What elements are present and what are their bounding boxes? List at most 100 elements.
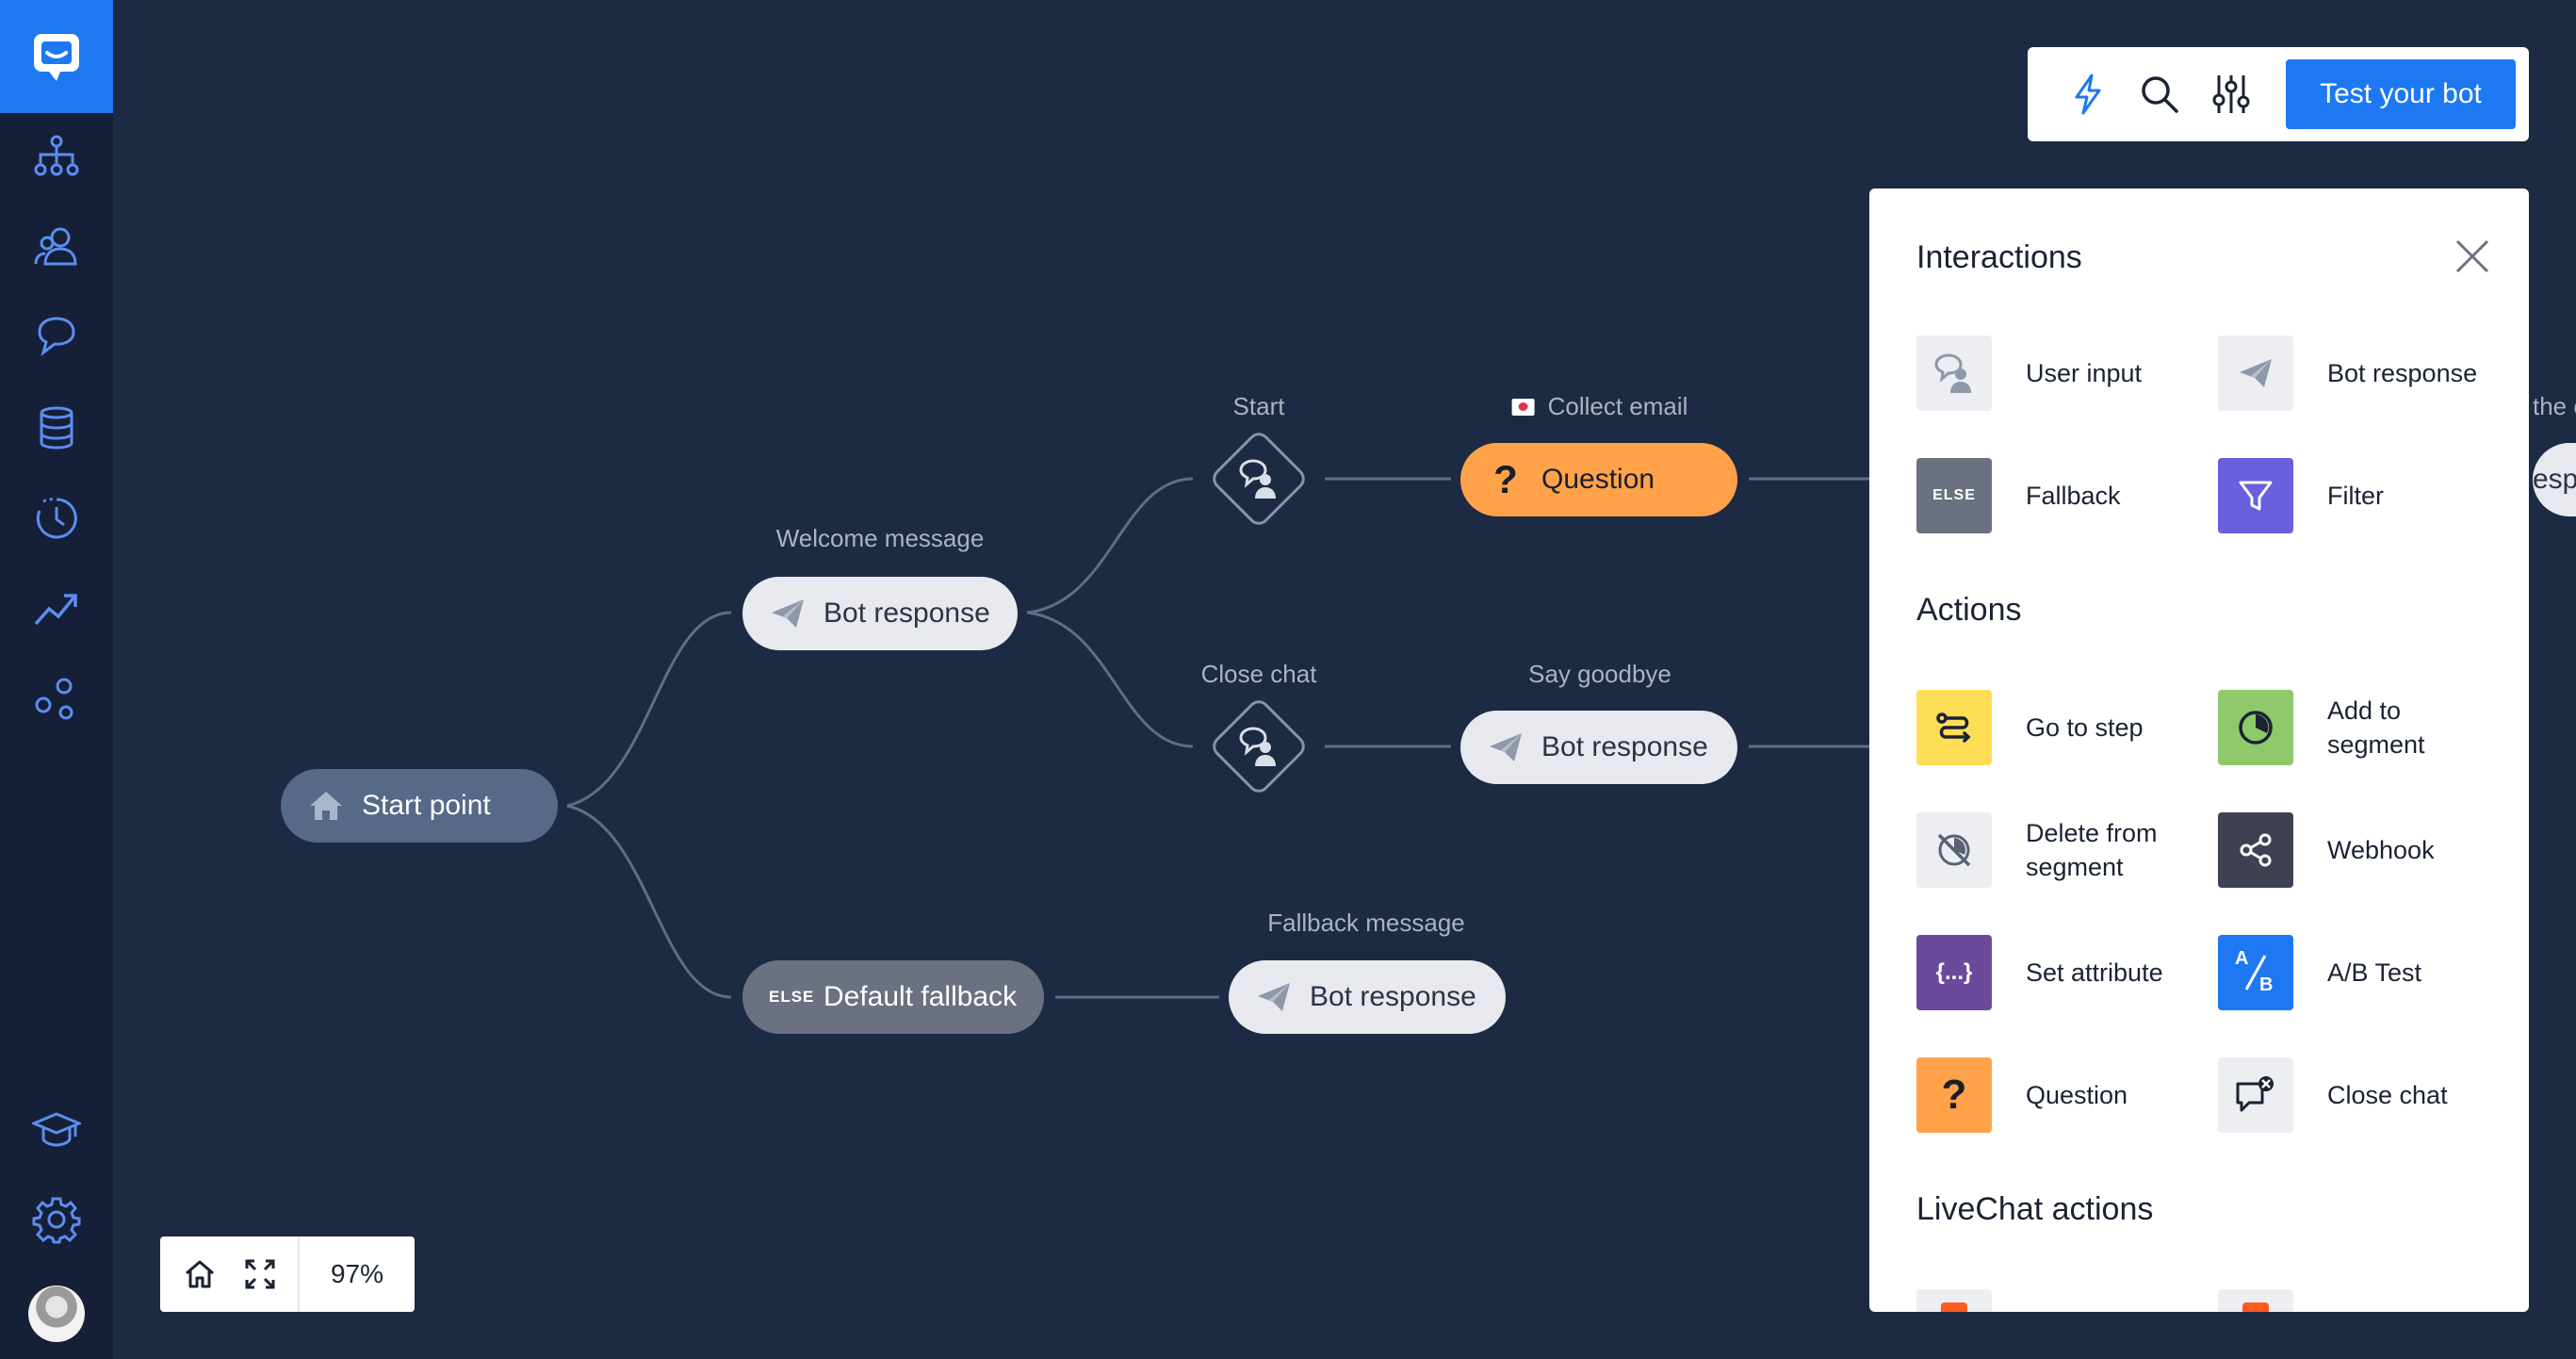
sidebar-item-academy[interactable] (28, 1101, 85, 1157)
action-webhook[interactable]: Webhook (2218, 812, 2487, 888)
braces-icon: {...} (1916, 935, 1992, 1010)
livechat-action-tile[interactable] (2218, 1289, 2293, 1312)
lightning-button[interactable] (2065, 72, 2111, 117)
default-fallback-label: Default fallback (823, 981, 1018, 1012)
delete-segment-icon (1916, 812, 1992, 888)
close-chat-label: Close chat (1200, 660, 1317, 688)
sidebar-item-reports[interactable] (28, 581, 85, 637)
search-icon (2142, 76, 2178, 113)
else-tag: ELSE (769, 988, 815, 1006)
action-label: Close chat (2327, 1081, 2448, 1109)
actions-heading: Actions (1916, 592, 2022, 628)
interaction-user-input[interactable]: User input (1916, 336, 2186, 411)
sidebar-item-flows[interactable] (28, 128, 85, 185)
home-outline-icon (186, 1260, 214, 1288)
action-close-chat[interactable]: Close chat (2218, 1057, 2487, 1133)
paper-plane-icon (2218, 336, 2293, 411)
paper-plane-icon (769, 595, 807, 632)
flow-icon (34, 135, 79, 176)
edge-welcome-close (1026, 611, 1194, 748)
gear-icon (32, 1197, 81, 1244)
database-icon (40, 406, 73, 450)
question-mark-icon: ? (1916, 1057, 1992, 1133)
livechat-action-tile[interactable] (1916, 1289, 1992, 1312)
action-question[interactable]: ? Question (1916, 1057, 2186, 1133)
user-input-icon (1916, 336, 1992, 411)
fallback-bot-response-node[interactable]: Bot response (1229, 960, 1506, 1034)
home-icon (307, 787, 345, 825)
question-mark-icon: ? (1493, 457, 1518, 501)
fallback-message-label: Fallback message (1267, 909, 1465, 937)
action-label: Set attribute (2026, 958, 2163, 987)
interactions-panel: Interactions User input Bot response ELS… (1869, 188, 2529, 1312)
goodbye-bot-response-label: Bot response (1541, 731, 1708, 762)
fallback-bot-response-label: Bot response (1310, 981, 1476, 1012)
action-label: Webhook (2327, 836, 2435, 864)
goodbye-bot-response-node[interactable]: Bot response (1460, 711, 1737, 784)
default-fallback-node[interactable]: ELSE Default fallback (742, 960, 1044, 1034)
action-add-to-segment[interactable]: Add to segment (2218, 690, 2487, 765)
action-ab-test[interactable]: A B A/B Test (2218, 935, 2487, 1010)
offscreen-node-label: the c (2533, 392, 2576, 420)
edge-start-fallback (566, 804, 732, 999)
paper-plane-icon (1487, 729, 1524, 766)
action-label: Go to step (2026, 713, 2144, 742)
action-label: Add to segment (2327, 696, 2425, 759)
sidebar-item-history[interactable] (28, 490, 85, 547)
zoom-control: 97% (160, 1236, 415, 1312)
trending-icon (34, 594, 77, 626)
welcome-message-label: Welcome message (775, 524, 985, 552)
sidebar-item-integrations[interactable] (28, 671, 85, 728)
question-node-label: Question (1541, 464, 1655, 495)
action-set-attribute[interactable]: {...} Set attribute (1916, 935, 2186, 1010)
question-node[interactable]: ? Question (1460, 443, 1737, 516)
fit-to-screen-button[interactable] (230, 1236, 290, 1312)
interaction-label: Bot response (2327, 359, 2478, 387)
action-delete-from-segment[interactable]: Delete from segment (1916, 812, 2186, 888)
interaction-filter[interactable]: Filter (2218, 458, 2487, 533)
zoom-level: 97% (330, 1259, 384, 1288)
interaction-label: Filter (2327, 482, 2384, 510)
close-chat-icon (2218, 1057, 2293, 1133)
test-your-bot-button[interactable]: Test your bot (2286, 59, 2516, 129)
collect-email-label: Collect email (1511, 392, 1687, 421)
center-home-button[interactable] (170, 1236, 230, 1312)
else-icon: ELSE (1916, 458, 1992, 533)
sidebar-item-audience[interactable] (28, 219, 85, 275)
envelope-icon (1511, 399, 1535, 416)
edge-start-welcome (566, 611, 732, 808)
start-label: Start (1232, 392, 1285, 420)
users-icon (34, 227, 77, 266)
share-nodes-icon (2218, 812, 2293, 888)
welcome-bot-response-node[interactable]: Bot response (742, 577, 1018, 650)
interaction-label: User input (2026, 359, 2143, 387)
sidebar (0, 0, 113, 1359)
chat-bubble-icon (38, 317, 75, 356)
lightning-icon (2075, 74, 2101, 115)
action-go-to-step[interactable]: Go to step (1916, 690, 2186, 765)
settings-sliders-button[interactable] (2209, 72, 2254, 117)
interaction-fallback[interactable]: ELSE Fallback (1916, 458, 2186, 533)
start-point-label: Start point (362, 790, 491, 821)
interaction-bot-response[interactable]: Bot response (2218, 336, 2487, 411)
close-icon[interactable] (2454, 237, 2491, 275)
pie-chart-icon (2218, 690, 2293, 765)
say-goodbye-label: Say goodbye (1528, 660, 1671, 688)
livechat-logo[interactable] (0, 0, 113, 113)
paper-plane-icon (1255, 978, 1293, 1016)
filter-icon (2218, 458, 2293, 533)
search-button[interactable] (2137, 72, 2182, 117)
top-toolbar: Test your bot (2028, 47, 2529, 141)
start-point-node[interactable]: Start point (281, 769, 558, 843)
ab-test-icon: A B (2218, 935, 2293, 1010)
sidebar-item-settings[interactable] (28, 1191, 85, 1248)
sidebar-item-training[interactable] (28, 309, 85, 366)
graduation-cap-icon (32, 1112, 81, 1147)
avatar[interactable] (28, 1285, 85, 1342)
sidebar-item-data[interactable] (28, 400, 85, 456)
expand-icon (245, 1259, 275, 1289)
divider (298, 1236, 300, 1312)
action-label: Question (2026, 1081, 2128, 1109)
chat-logo-icon (34, 34, 79, 81)
